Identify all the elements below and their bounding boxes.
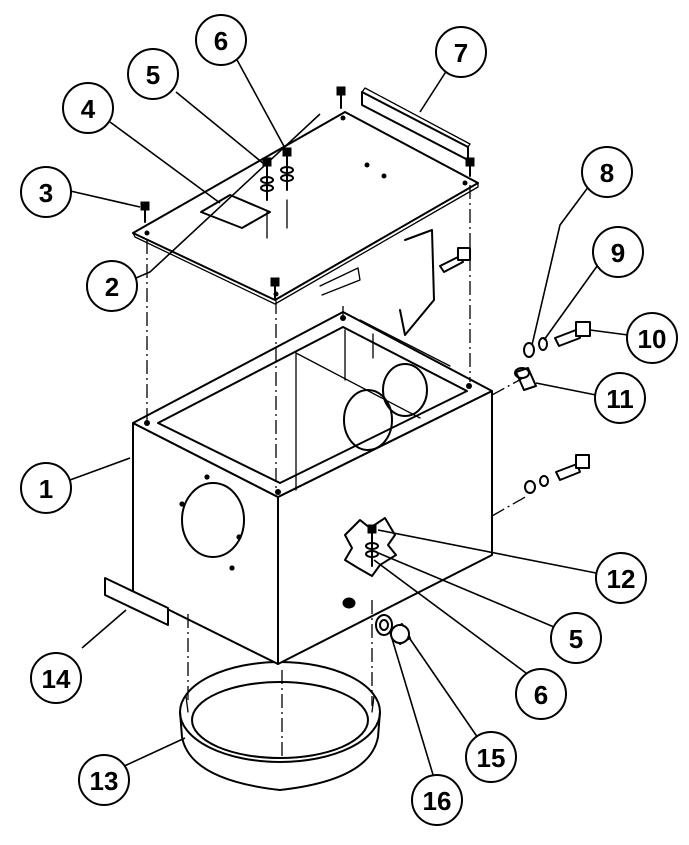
callout-14: 14 [30, 652, 82, 704]
callout-15: 15 [465, 731, 517, 783]
svg-text:3: 3 [39, 178, 53, 208]
svg-text:14: 14 [42, 664, 71, 694]
callout-6-side: 6 [515, 668, 567, 720]
svg-text:16: 16 [423, 786, 452, 816]
label-plate-part [104, 577, 169, 626]
callout-12: 12 [595, 552, 647, 604]
callout-3: 3 [20, 166, 72, 218]
svg-text:1: 1 [39, 474, 53, 504]
callout-7: 7 [435, 26, 487, 78]
svg-text:10: 10 [638, 324, 667, 354]
callout-16: 16 [411, 774, 463, 826]
svg-text:6: 6 [534, 680, 548, 710]
top-plate-part [132, 111, 479, 336]
screws-part [140, 86, 475, 299]
alignment-lines [146, 185, 528, 758]
svg-text:13: 13 [90, 766, 119, 796]
callout-13: 13 [78, 754, 130, 806]
callout-8: 8 [581, 146, 633, 198]
callout-11: 11 [594, 372, 646, 424]
callout-2: 2 [86, 260, 138, 312]
callout-9: 9 [592, 226, 644, 278]
callout-6-top: 6 [195, 14, 247, 66]
callout-5-top: 5 [127, 48, 179, 100]
base-ring-part [179, 661, 381, 791]
svg-text:4: 4 [81, 94, 96, 124]
svg-text:7: 7 [454, 38, 468, 68]
svg-text:2: 2 [105, 272, 119, 302]
callout-4: 4 [62, 82, 114, 134]
bolt-assembly-part [365, 247, 591, 645]
callout-1: 1 [20, 462, 72, 514]
leader-lines [65, 57, 629, 779]
svg-text:8: 8 [600, 158, 614, 188]
housing-box-part [132, 311, 493, 665]
svg-text:11: 11 [606, 384, 634, 414]
callout-10: 10 [626, 312, 678, 364]
svg-text:5: 5 [569, 624, 583, 654]
svg-text:6: 6 [214, 26, 228, 56]
svg-text:15: 15 [477, 743, 506, 773]
svg-text:9: 9 [611, 238, 625, 268]
svg-text:12: 12 [607, 564, 636, 594]
svg-text:5: 5 [146, 60, 160, 90]
callout-5-side: 5 [550, 612, 602, 664]
